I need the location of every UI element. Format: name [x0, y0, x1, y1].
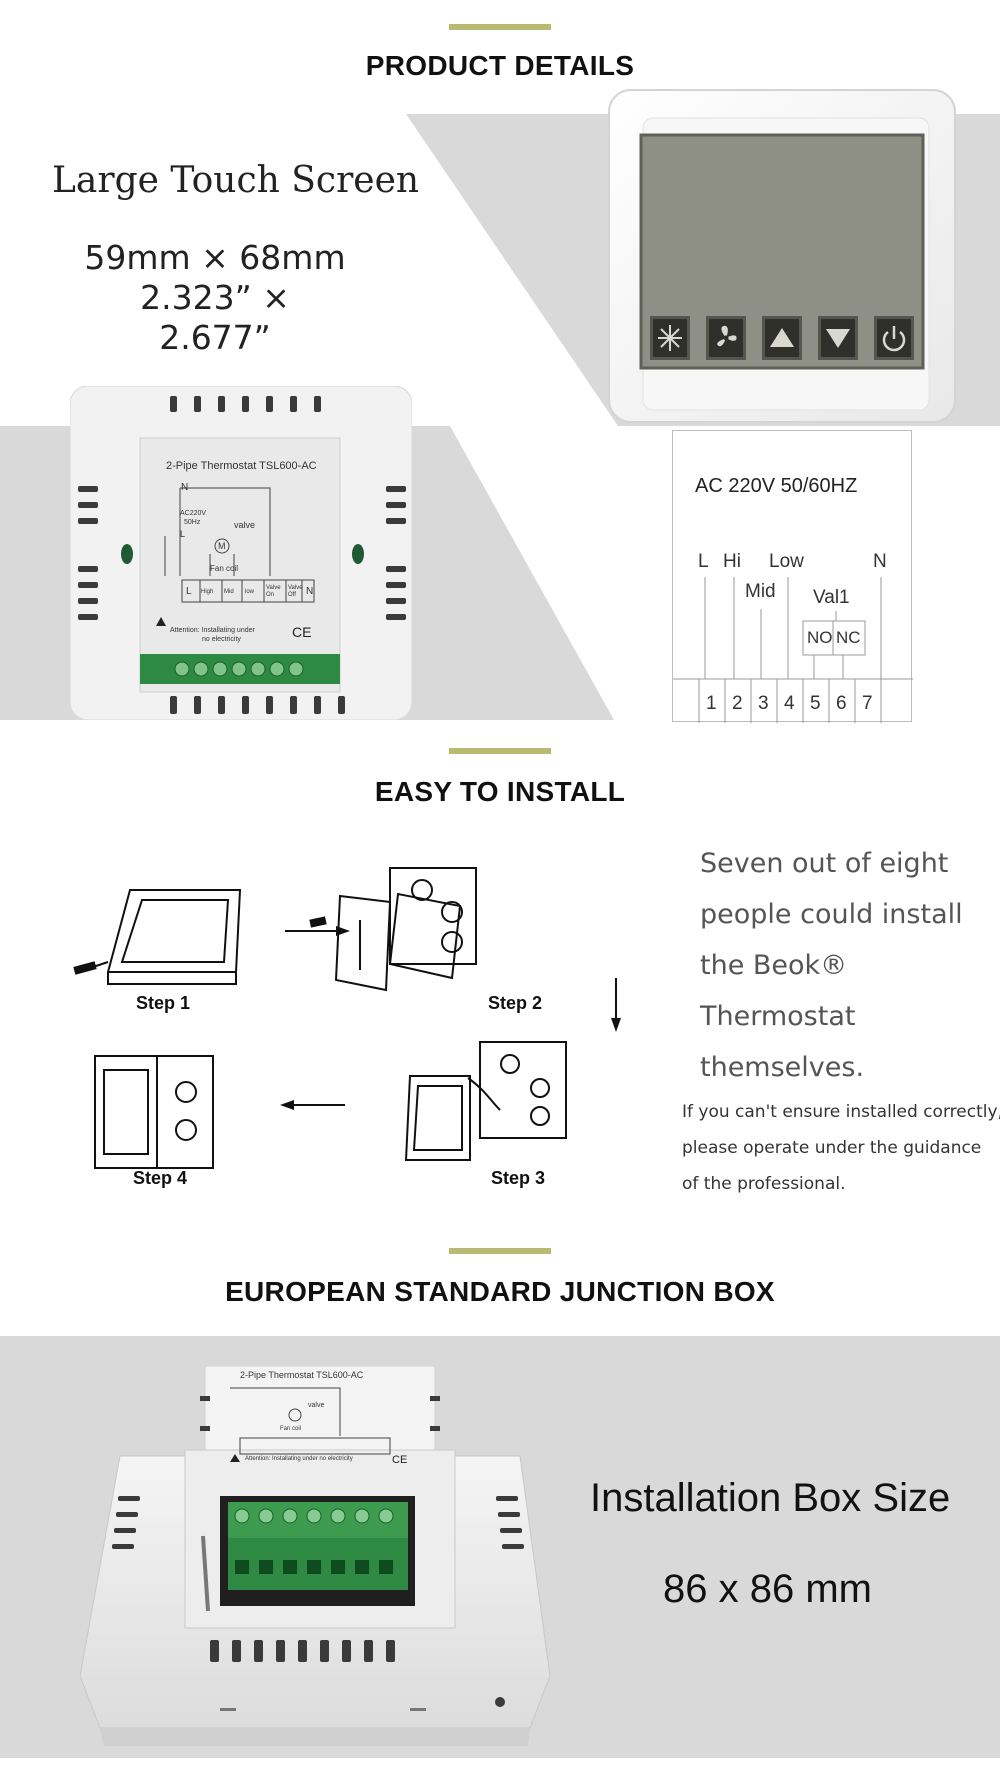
terminal-label-n: N [306, 586, 314, 597]
terminal-label-l: L [186, 586, 192, 597]
wiring-diagram: AC 220V 50/60HZ L Hi Low N Mid Val1 NO N… [672, 430, 913, 723]
step-1-label: Step 1 [136, 993, 191, 1013]
installation-box-label: Installation Box Size [590, 1476, 951, 1520]
terminal-label-low: low [245, 589, 255, 595]
back-terminal-labels: L High Mid low Valve On Valve Off N [182, 584, 322, 604]
wiring-terminal-1: 1 [706, 693, 717, 714]
back-label-fancoil: Fan coil [210, 564, 239, 573]
section-title-easy-install: EASY TO INSTALL [374, 776, 626, 807]
installation-box-size: 86 x 86 mm [663, 1567, 872, 1611]
back-label-valve: valve [234, 520, 256, 530]
step-4-label: Step 4 [133, 1168, 188, 1188]
dimensions-inches: 2.323” × 2.677” [140, 278, 290, 357]
section-title-product-details: PRODUCT DETAILS [365, 50, 635, 81]
back-ce-mark: CE [292, 624, 312, 640]
touch-button-row [648, 316, 938, 364]
mode-button[interactable] [650, 316, 690, 360]
junction-label-fancoil: Fan coil [280, 1426, 302, 1432]
install-claim-line-4: themselves. [700, 1052, 865, 1083]
wiring-contact-nc: NC [836, 628, 861, 647]
back-label-hz: 50Hz [184, 519, 201, 526]
install-claim-line-3: the Beok® Thermostat [700, 950, 856, 1032]
fan-button[interactable] [706, 316, 746, 360]
install-claim: Seven out of eight people could install … [700, 838, 1000, 1093]
down-arrow-icon [826, 329, 850, 348]
back-label-l: L [180, 529, 186, 539]
install-steps-illustration [73, 867, 621, 1169]
wiring-label-mid: Mid [745, 581, 776, 602]
thermostat-front-photo [607, 88, 957, 424]
install-note-line-2: please operate under the guidance [682, 1138, 982, 1158]
dimensions-mm: 59mm × 68mm [84, 238, 346, 277]
install-note-line-3: of the professional. [682, 1174, 846, 1194]
wiring-terminal-3: 3 [758, 693, 769, 714]
wiring-label-n: N [873, 551, 887, 572]
thermostat-back-photo: 2-Pipe Thermostat TSL600-AC N AC220V 50H… [69, 385, 413, 721]
install-note-line-1: If you can't ensure installed correctly, [682, 1102, 1000, 1122]
back-label-title: 2-Pipe Thermostat TSL600-AC [166, 460, 317, 472]
wiring-label-val1: Val1 [813, 587, 850, 608]
down-button[interactable] [818, 316, 858, 360]
terminal-label-high: High [201, 589, 214, 595]
back-label-m: M [218, 541, 226, 551]
back-attention-1: Attention: Installating under [170, 627, 255, 634]
back-attention-2: no electricity [202, 636, 241, 643]
junction-box-photo: 2-Pipe Thermostat TSL600-AC valve Fan co… [79, 1365, 560, 1756]
wiring-label-l: L [698, 551, 709, 572]
junction-label-valve: valve [308, 1402, 325, 1409]
step-3-label: Step 3 [491, 1168, 546, 1188]
terminal-label-valve-on: Valve On [266, 585, 281, 598]
terminal-label-valve-off: Valve Off [288, 585, 303, 598]
wiring-contact-no: NO [807, 628, 833, 647]
wiring-label-hi: Hi [723, 551, 741, 572]
snowflake-sun-icon [658, 325, 682, 351]
back-label-n: N [181, 482, 189, 493]
section-title-junction-box: EUROPEAN STANDARD JUNCTION BOX [225, 1276, 775, 1307]
screen-title: Large Touch Screen [52, 160, 420, 201]
wiring-terminal-6: 6 [836, 693, 847, 714]
accent-bar-junction [449, 1248, 551, 1254]
fan-icon [717, 325, 737, 347]
install-note: If you can't ensure installed correctly,… [682, 1094, 1000, 1202]
junction-label-title: 2-Pipe Thermostat TSL600-AC [240, 1370, 364, 1380]
terminal-label-mid: Mid [224, 589, 234, 595]
power-icon [882, 326, 906, 352]
power-button[interactable] [874, 316, 914, 360]
up-arrow-icon [770, 328, 794, 347]
accent-bar-product [449, 24, 551, 30]
back-label-ac: AC220V [180, 510, 207, 517]
wiring-lines [673, 577, 913, 723]
wiring-terminal-2: 2 [732, 693, 743, 714]
install-claim-line-1: Seven out of eight [700, 848, 949, 879]
wiring-terminal-5: 5 [810, 693, 821, 714]
junction-label-ce: CE [392, 1454, 408, 1466]
wiring-label-low: Low [769, 551, 804, 572]
install-claim-line-2: people could install [700, 899, 963, 930]
accent-bar-install [449, 748, 551, 754]
wiring-supply-label: AC 220V 50/60HZ [695, 475, 858, 497]
screen-dimensions: 59mm × 68mm 2.323” × 2.677” [80, 238, 350, 358]
step-2-label: Step 2 [488, 993, 543, 1013]
junction-label-attention: Attention: Installating under no electri… [245, 1456, 353, 1462]
wiring-terminal-4: 4 [784, 693, 795, 714]
wiring-terminal-7: 7 [862, 693, 873, 714]
up-button[interactable] [762, 316, 802, 360]
